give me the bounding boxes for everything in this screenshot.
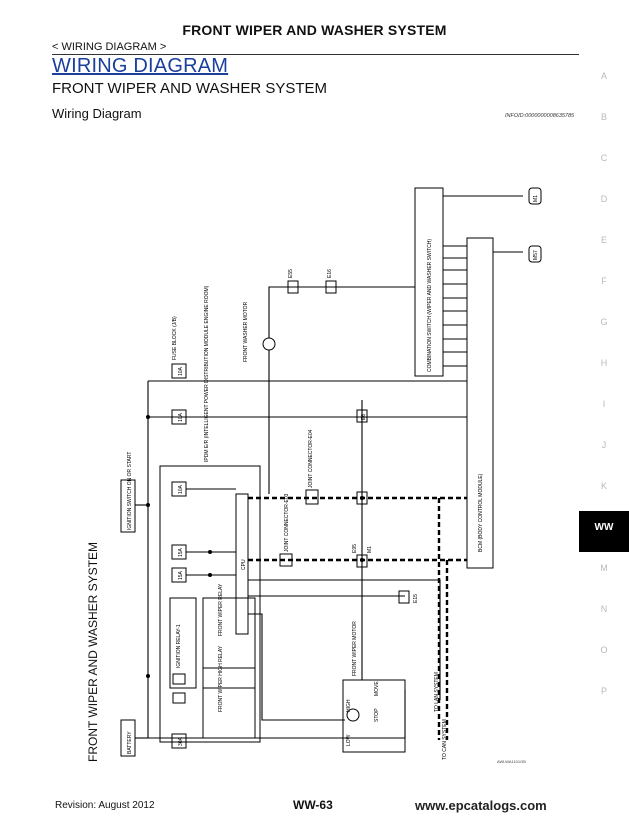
motor-low-label: LOW [346, 734, 352, 746]
joint-connector-label: JOINT CONNECTOR-E03 [284, 493, 290, 552]
section-tab[interactable]: C [600, 153, 608, 163]
wiper-motor-label: FRONT WIPER MOTOR [352, 621, 358, 676]
section-tab[interactable]: O [600, 645, 608, 655]
section-tab[interactable]: I [602, 399, 606, 409]
ipdm-label: IPDM E/R (INTELLIGENT POWER DISTRIBUTION… [204, 285, 210, 462]
wiper-motor-symbol [346, 708, 360, 722]
fuse-amp-label: 10A [178, 366, 184, 376]
connector-square [172, 673, 186, 685]
section-tab-active[interactable]: WW [579, 511, 629, 552]
ipdm-box [159, 465, 261, 743]
junction-dot [146, 674, 150, 678]
info-id: INFOID:0000000008635785 [505, 113, 575, 119]
section-tab[interactable]: P [600, 686, 607, 696]
section-tab[interactable]: A [600, 71, 607, 81]
ignition-relay-box [169, 597, 197, 689]
combination-switch-box [414, 187, 444, 377]
to-lan-label: TO LAN SYSTEM [434, 672, 440, 712]
wire-id-label: E55 [288, 269, 294, 278]
footer-watermark[interactable]: www.epcatalogs.com [415, 798, 547, 813]
subsection-title: FRONT WIPER AND WASHER SYSTEM [52, 80, 328, 97]
section-title[interactable]: WIRING DIAGRAM [52, 55, 229, 77]
connector-square [398, 590, 410, 604]
fuse-amp-label: 10A [178, 484, 184, 494]
wiper-relay-label: FRONT WIPER RELAY [218, 583, 224, 636]
wire [248, 579, 441, 700]
footer-page-number: WW-63 [293, 798, 333, 812]
junction-dot [360, 558, 364, 562]
section-tab[interactable]: H [600, 358, 608, 368]
fuse-amp-label: 15A [178, 547, 184, 557]
combination-switch-label: COMBINATION SWITCH (WIPER AND WASHER SWI… [427, 239, 433, 372]
ground-tag-box [528, 245, 542, 263]
section-tab[interactable]: N [600, 604, 608, 614]
wire-id-label: E95 [352, 544, 358, 553]
motor-high-label: HIGH [346, 699, 352, 712]
wire [260, 690, 406, 739]
washer-motor-symbol [262, 337, 276, 351]
ignition-switch-box [120, 479, 136, 533]
junction-dot [146, 503, 150, 507]
sub-subsection-title: Wiring Diagram [52, 106, 142, 121]
wire [248, 613, 345, 721]
wiper-high-relay-box [202, 667, 256, 739]
motor-stop-label: STOP [374, 708, 380, 722]
joint-connector-label: JOINT CONNECTOR-E04 [308, 429, 314, 488]
section-tab[interactable]: E [600, 235, 607, 245]
junction-dot [146, 415, 150, 419]
section-tab[interactable]: F [601, 276, 607, 286]
bcm-label: BCM (BODY CONTROL MODULE) [478, 473, 484, 552]
section-tab[interactable]: D [600, 194, 608, 204]
figure-code: AWLWA1101GB [497, 759, 526, 764]
junction-dot [208, 573, 212, 577]
junction-dot [208, 550, 212, 554]
section-tab[interactable]: J [601, 440, 607, 450]
fuse-amp-label: 10A [178, 412, 184, 422]
cpu-box [235, 493, 249, 635]
wire [186, 551, 236, 576]
bcm-box [466, 237, 494, 569]
battery-label: BATTERY [127, 731, 133, 754]
wire-id-label: E16 [327, 269, 333, 278]
page-header-title: FRONT WIPER AND WASHER SYSTEM [182, 22, 447, 38]
header-divider [52, 54, 579, 55]
fuse-symbol [171, 733, 187, 749]
fuse-symbol [171, 363, 187, 379]
footer-revision: Revision: August 2012 [55, 800, 155, 811]
ground-tag-label: M57 [533, 250, 539, 260]
section-tab[interactable]: B [600, 112, 607, 122]
cpu-label: CPU [241, 559, 247, 570]
to-can-label: TO CAN SYSTEM [442, 719, 448, 760]
section-tab[interactable]: G [600, 317, 608, 327]
ignition-switch-label: IGNITION SWITCH ON OR START [127, 452, 133, 530]
section-tab-list: A B C D E F G H I J K WW M N O P [579, 60, 629, 716]
wiper-high-relay-label: FRONT WIPER HIGH RELAY [218, 645, 224, 712]
connector-square [172, 692, 186, 704]
fuse-block-label: FUSE BLOCK (J/B) [172, 316, 178, 360]
ground-tag-box [528, 187, 542, 205]
junction-dot [360, 496, 364, 500]
fuse-amp-label: 15A [178, 570, 184, 580]
section-tab[interactable]: K [600, 481, 607, 491]
wire [443, 245, 467, 367]
wire-id-label: E6 [361, 414, 367, 420]
washer-motor-label: FRONT WASHER MOTOR [243, 301, 249, 362]
wire [268, 286, 415, 338]
wire-id-label: M1 [367, 546, 373, 553]
ignition-relay-label: IGNITION RELAY-1 [176, 624, 182, 668]
motor-move-label: MOVE [374, 681, 380, 696]
wiper-relay-box [202, 597, 256, 689]
ground-tag-label: M1 [533, 195, 539, 202]
breadcrumb[interactable]: < WIRING DIAGRAM > [52, 41, 167, 53]
fuse-amp-label: 30A [178, 736, 184, 746]
section-tab[interactable]: M [600, 563, 608, 573]
wire-id-label: E15 [413, 594, 419, 603]
